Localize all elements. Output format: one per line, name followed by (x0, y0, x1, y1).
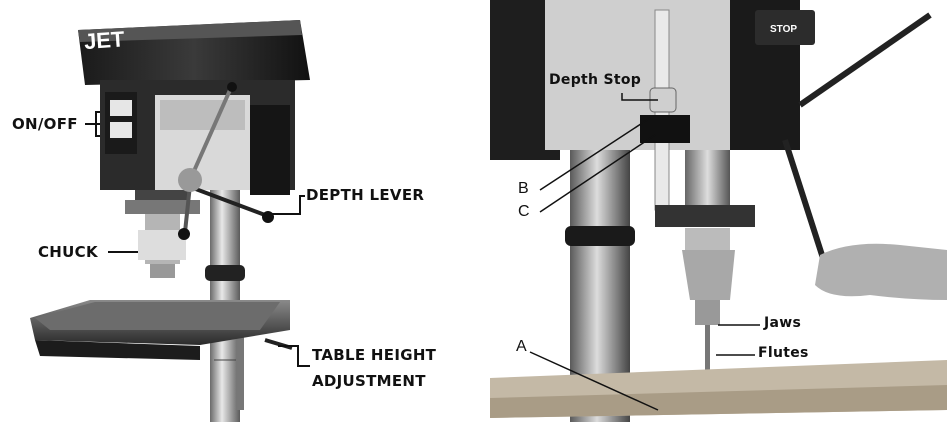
depth-stop-label: Depth Stop (549, 72, 642, 88)
chuck-label: CHUCK (38, 243, 98, 261)
callout-b: B (518, 180, 529, 197)
jaws-label: Jaws (764, 315, 802, 331)
callout-c: C (518, 203, 530, 220)
drill-press-illustration: JET (30, 20, 310, 422)
closeup-illustration: STOP (490, 0, 947, 422)
table-height-label-line1: TABLE HEIGHT (312, 346, 437, 364)
depth-lever-label: DEPTH LEVER (306, 186, 425, 204)
flutes-label: Flutes (758, 345, 809, 361)
stop-button-label: STOP (770, 24, 797, 35)
drill-press-photo: JET (0, 0, 470, 422)
on-off-label: ON/OFF (12, 115, 78, 133)
depth-stop-closeup-photo: STOP (490, 0, 947, 422)
table-height-label-line2: ADJUSTMENT (312, 372, 426, 390)
left-leader-lines (85, 111, 310, 367)
callout-a: A (516, 338, 527, 355)
jet-logo: JET (83, 26, 126, 54)
